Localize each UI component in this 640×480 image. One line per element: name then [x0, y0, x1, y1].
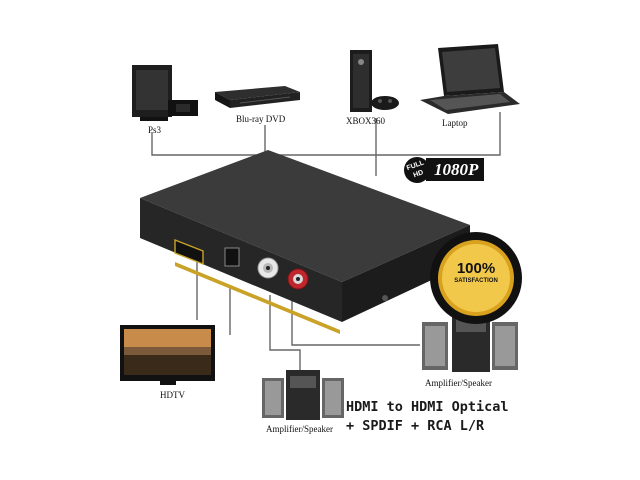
bluray-label: Blu-ray DVD: [236, 114, 286, 124]
amplifier-left-label: Amplifier/Speaker: [266, 424, 333, 434]
xbox-console-icon: [350, 50, 399, 112]
rca-red-jack-icon: [287, 268, 309, 290]
optical-port-icon: [224, 247, 240, 267]
xbox-label: XBOX360: [346, 116, 386, 126]
laptop-label: Laptop: [442, 118, 468, 128]
resolution-text: 1080P: [426, 158, 485, 181]
ps3-label: Ps3: [148, 125, 162, 135]
hdtv-label: HDTV: [160, 390, 185, 400]
satisfaction-seal: 100% SATISFACTION: [428, 230, 524, 326]
hdtv-icon: [120, 325, 215, 385]
satisfaction-seal-graphic: [430, 232, 522, 324]
bluray-player-icon: [215, 86, 300, 108]
caption-line-1: HDMI to HDMI Optical: [346, 399, 509, 415]
seal-text: SATISFACTION: [454, 278, 498, 284]
seal-percent: 100%: [456, 260, 496, 277]
laptop-icon: [420, 44, 520, 114]
hdmi-port-icon: [174, 238, 204, 266]
ps3-console-icon: [132, 65, 198, 121]
connection-lines: [151, 112, 501, 372]
amplifier-right-icon: [422, 312, 518, 372]
amplifier-left-icon: [262, 370, 344, 420]
hdmi-splitter-box: [140, 150, 470, 334]
rca-white-jack-icon: [257, 257, 279, 279]
amplifier-right-label: Amplifier/Speaker: [425, 378, 492, 388]
caption-line-2: + SPDIF + RCA L/R: [346, 418, 485, 434]
product-caption: HDMI to HDMI Optical + SPDIF + RCA L/R: [346, 398, 509, 436]
full-hd-badge: FULL HD 1080P: [400, 153, 524, 187]
